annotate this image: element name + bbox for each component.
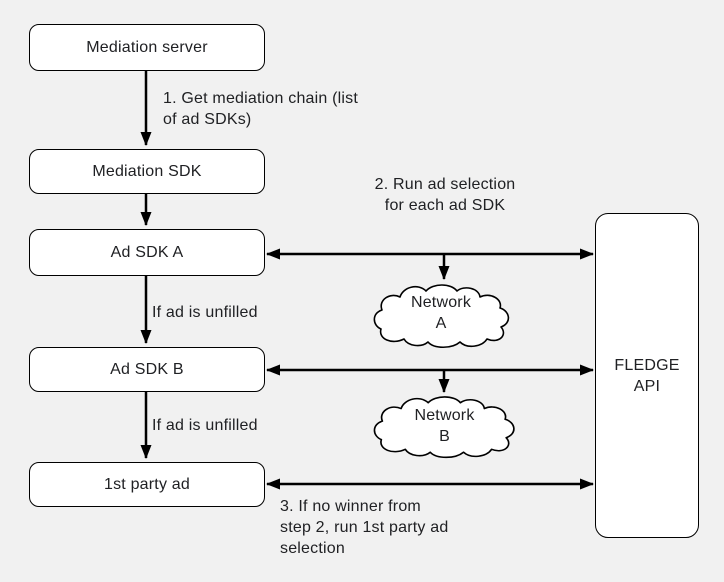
node-ad-sdk-a: Ad SDK A <box>29 229 265 276</box>
network-b-label-line1: Network <box>414 407 475 424</box>
node-ad-sdk-a-label: Ad SDK A <box>110 244 184 261</box>
annotation-step3: 3. If no winner from step 2, run 1st par… <box>280 496 448 559</box>
annotation-unfilled-a: If ad is unfilled <box>152 304 258 321</box>
network-a-label-line1: Network <box>410 294 472 311</box>
node-fledge-api-label-line2: API <box>633 377 661 395</box>
node-mediation-sdk-label: Mediation SDK <box>92 163 202 180</box>
annotation-step2: 2. Run ad selection for each ad SDK <box>350 174 540 216</box>
annotation-step3-line3: selection <box>280 540 345 557</box>
annotation-step2-line2: for each ad SDK <box>384 197 506 214</box>
network-b-cloud <box>373 396 515 459</box>
node-fledge-api-label-line1: FLEDGE <box>614 356 680 374</box>
node-mediation-server-label: Mediation server <box>86 39 208 56</box>
annotation-step2-line1: 2. Run ad selection <box>374 176 516 193</box>
network-a-label-line2: A <box>435 315 447 332</box>
network-a-cloud <box>373 284 510 349</box>
network-a-label: Network A <box>372 292 510 334</box>
network-b-label-line2: B <box>439 428 450 445</box>
node-mediation-server: Mediation server <box>29 24 265 71</box>
annotation-step3-line2: step 2, run 1st party ad <box>280 519 449 536</box>
node-fledge-api: FLEDGE API <box>595 213 699 538</box>
annotation-step1-line1: 1. Get mediation chain (list <box>163 90 359 107</box>
node-ad-sdk-b: Ad SDK B <box>29 347 265 392</box>
node-first-party-ad: 1st party ad <box>29 462 265 507</box>
annotation-step3-line1: 3. If no winner from <box>280 498 421 515</box>
annotation-unfilled-b: If ad is unfilled <box>152 417 258 434</box>
network-b-label: Network B <box>372 405 517 447</box>
annotation-step1-line2: of ad SDKs) <box>163 111 252 128</box>
node-first-party-ad-label: 1st party ad <box>103 476 190 493</box>
annotation-step1: 1. Get mediation chain (list of ad SDKs) <box>163 88 358 130</box>
node-mediation-sdk: Mediation SDK <box>29 149 265 194</box>
node-ad-sdk-b-label: Ad SDK B <box>110 361 184 378</box>
